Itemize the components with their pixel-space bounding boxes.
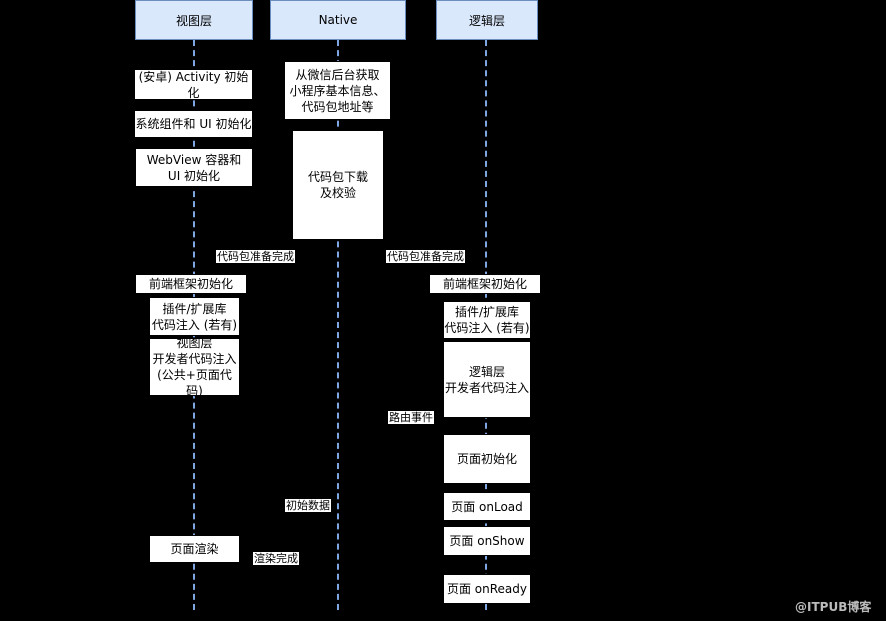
watermark: @ITPUB博客 bbox=[795, 600, 872, 614]
native-lifeline bbox=[337, 40, 339, 610]
route-event-label: 路由事件 bbox=[388, 411, 434, 424]
logic-dev-code-inject-box: 逻辑层 开发者代码注入 bbox=[443, 341, 531, 418]
logic-framework-init-box: 前端框架初始化 bbox=[429, 274, 541, 294]
page-onshow-box: 页面 onShow bbox=[443, 526, 531, 556]
package-ready-label-right: 代码包准备完成 bbox=[386, 250, 465, 263]
logic-layer-header: 逻辑层 bbox=[436, 0, 538, 40]
view-layer-header: 视图层 bbox=[135, 0, 253, 40]
view-framework-init-box: 前端框架初始化 bbox=[135, 274, 247, 294]
fetch-info-box: 从微信后台获取 小程序基本信息、 代码包地址等 bbox=[284, 61, 391, 120]
page-render-box: 页面渲染 bbox=[149, 535, 240, 563]
activity-init-box: (安卓) Activity 初始化 bbox=[134, 69, 253, 100]
page-onready-box: 页面 onReady bbox=[443, 574, 531, 604]
webview-init-box: WebView 容器和 UI 初始化 bbox=[135, 148, 253, 187]
page-onload-box: 页面 onLoad bbox=[443, 492, 531, 521]
render-done-label: 渲染完成 bbox=[253, 552, 299, 565]
view-plugin-inject-box: 插件/扩展库 代码注入 (若有) bbox=[149, 297, 240, 336]
initial-data-label: 初始数据 bbox=[285, 499, 331, 512]
view-dev-code-inject-box: 视图层 开发者代码注入 (公共+页面代码) bbox=[149, 336, 240, 398]
page-init-box: 页面初始化 bbox=[443, 434, 531, 484]
download-verify-box: 代码包下载 及校验 bbox=[292, 130, 384, 240]
logic-plugin-inject-box: 插件/扩展库 代码注入 (若有) bbox=[443, 301, 531, 339]
native-header: Native bbox=[270, 0, 406, 40]
package-ready-label-left: 代码包准备完成 bbox=[216, 250, 295, 263]
system-ui-init-box: 系统组件和 UI 初始化 bbox=[134, 110, 253, 138]
